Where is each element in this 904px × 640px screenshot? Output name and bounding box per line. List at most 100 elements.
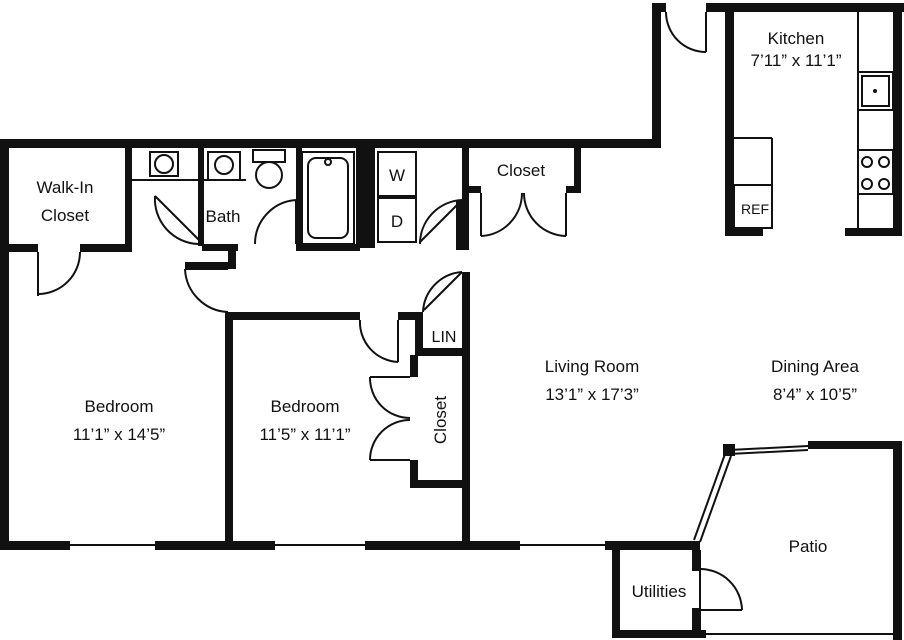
lin-wall-bottom <box>415 348 467 356</box>
closet-door-left-swing <box>480 192 524 237</box>
kitchen-wall-bottom-left <box>725 228 763 236</box>
wall-bottom-4 <box>605 541 700 550</box>
closet2-wall-bottom <box>410 480 467 488</box>
interior-walls: LIN Closet <box>184 248 470 548</box>
bath: Bath <box>132 148 360 251</box>
hall-door-swing <box>184 268 229 313</box>
bath-door-1-leaf <box>154 195 200 241</box>
bedroom2-top-right <box>398 312 420 320</box>
wall-bottom-1 <box>0 541 70 550</box>
burner-1 <box>861 156 873 168</box>
sink-drain <box>873 89 877 93</box>
hall-closet: Closet <box>469 148 581 237</box>
closet-jamb-left <box>469 186 481 193</box>
wall-bottom-3 <box>365 541 520 550</box>
patio-wall-top <box>808 441 902 449</box>
bedroom2-door-swing <box>358 319 399 363</box>
closet2-bottom-jamb <box>410 460 418 488</box>
laundry-wall-left-2 <box>365 148 375 248</box>
wic-name-2: Closet <box>41 206 89 225</box>
kitchen-wall-bottom-right <box>845 228 902 236</box>
bath-name: Bath <box>206 207 241 226</box>
utilities-jamb-top <box>692 541 700 571</box>
closet2-door-bottom-swing <box>369 419 411 461</box>
living-room-size: 13’1” x 17’3” <box>545 385 639 404</box>
sink-2-basin <box>214 155 234 175</box>
refrigerator <box>733 184 773 229</box>
exterior-walls <box>0 3 904 550</box>
utilities-wall-left <box>612 541 620 638</box>
patio-wall-right <box>893 441 902 640</box>
utilities-jamb-bottom <box>692 608 700 638</box>
tub-wall-left <box>296 148 302 248</box>
lin-door-swing <box>422 271 463 313</box>
bathtub-drain <box>324 158 332 166</box>
utilities: Utilities <box>612 541 743 638</box>
wic-wall-bottom-right <box>80 244 132 252</box>
wall-top-left <box>0 139 660 148</box>
utilities-wall-bottom <box>612 630 706 638</box>
dining-area-size: 8’4” x 10’5” <box>773 385 857 404</box>
bath-wall-bottom <box>202 244 238 251</box>
bedroom1-name: Bedroom <box>85 397 154 416</box>
patio-window-1 <box>693 453 726 541</box>
toilet-tank <box>252 149 286 163</box>
bathtub <box>301 151 355 245</box>
bedroom-divider <box>225 312 233 548</box>
entry-door-swing <box>665 11 707 53</box>
bedroom2-name: Bedroom <box>271 397 340 416</box>
utilities-door-swing <box>699 568 743 611</box>
wic-name-1: Walk-In <box>37 178 94 197</box>
wall-left <box>0 139 9 549</box>
dining-area-name: Dining Area <box>771 357 859 376</box>
bedroom-closet-name: Closet <box>431 396 450 444</box>
laundry-wall-right <box>462 148 469 250</box>
laundry: W D <box>356 148 469 250</box>
patio-name: Patio <box>789 537 828 556</box>
patio: Patio <box>693 441 902 640</box>
entry-door[interactable] <box>665 11 707 53</box>
wall-bottom-2 <box>155 541 275 550</box>
bedroom1-size: 11’1” x 14’5” <box>73 425 166 444</box>
laundry-door-leaf <box>419 199 463 243</box>
wall-top-right <box>706 3 904 12</box>
closet-door-right-swing <box>523 192 567 237</box>
wall-top-stub <box>652 3 666 12</box>
living-wall-left <box>462 272 470 548</box>
hall-wall-short <box>185 262 236 269</box>
laundry-wall-left <box>356 148 365 248</box>
bath-door-1-swing <box>153 195 199 245</box>
dryer-label: D <box>391 212 403 231</box>
burner-3 <box>861 178 873 190</box>
washer-label: W <box>389 166 405 185</box>
patio-door-glass-1 <box>728 445 809 451</box>
lin-wall-left <box>415 312 423 352</box>
wall-right-upper <box>893 3 902 230</box>
closet-wall-right <box>574 148 581 192</box>
walk-in-closet: Walk-In Closet <box>0 148 132 296</box>
kitchen-size: 7’11” x 11’1” <box>750 51 841 70</box>
bedroom2-size: 11’5” x 11’1” <box>259 425 350 444</box>
patio-window-2 <box>699 455 732 543</box>
bedroom2-top-left <box>225 312 360 320</box>
toilet-bowl <box>255 161 283 189</box>
patio-door-glass-2 <box>728 449 809 455</box>
kitchen: REF Kitchen 7’11” x 11’1” <box>725 3 902 236</box>
laundry-jamb <box>456 200 462 250</box>
ref-label: REF <box>741 201 769 217</box>
wic-wall-right <box>125 148 132 248</box>
washer <box>377 151 417 197</box>
lin-door-leaf <box>423 271 463 311</box>
bath-door-2-swing <box>253 199 297 245</box>
burner-2 <box>878 156 890 168</box>
wic-wall-bottom-left <box>0 244 38 252</box>
wall-notch-vertical <box>652 3 661 148</box>
hall-wall-stub <box>228 248 236 268</box>
hall-closet-name: Closet <box>497 161 545 180</box>
wic-door-swing <box>37 251 81 295</box>
living-room-name: Living Room <box>545 357 640 376</box>
kitchen-wall-left <box>725 3 734 233</box>
utilities-name: Utilities <box>632 582 687 601</box>
sink-1-basin <box>154 154 174 174</box>
